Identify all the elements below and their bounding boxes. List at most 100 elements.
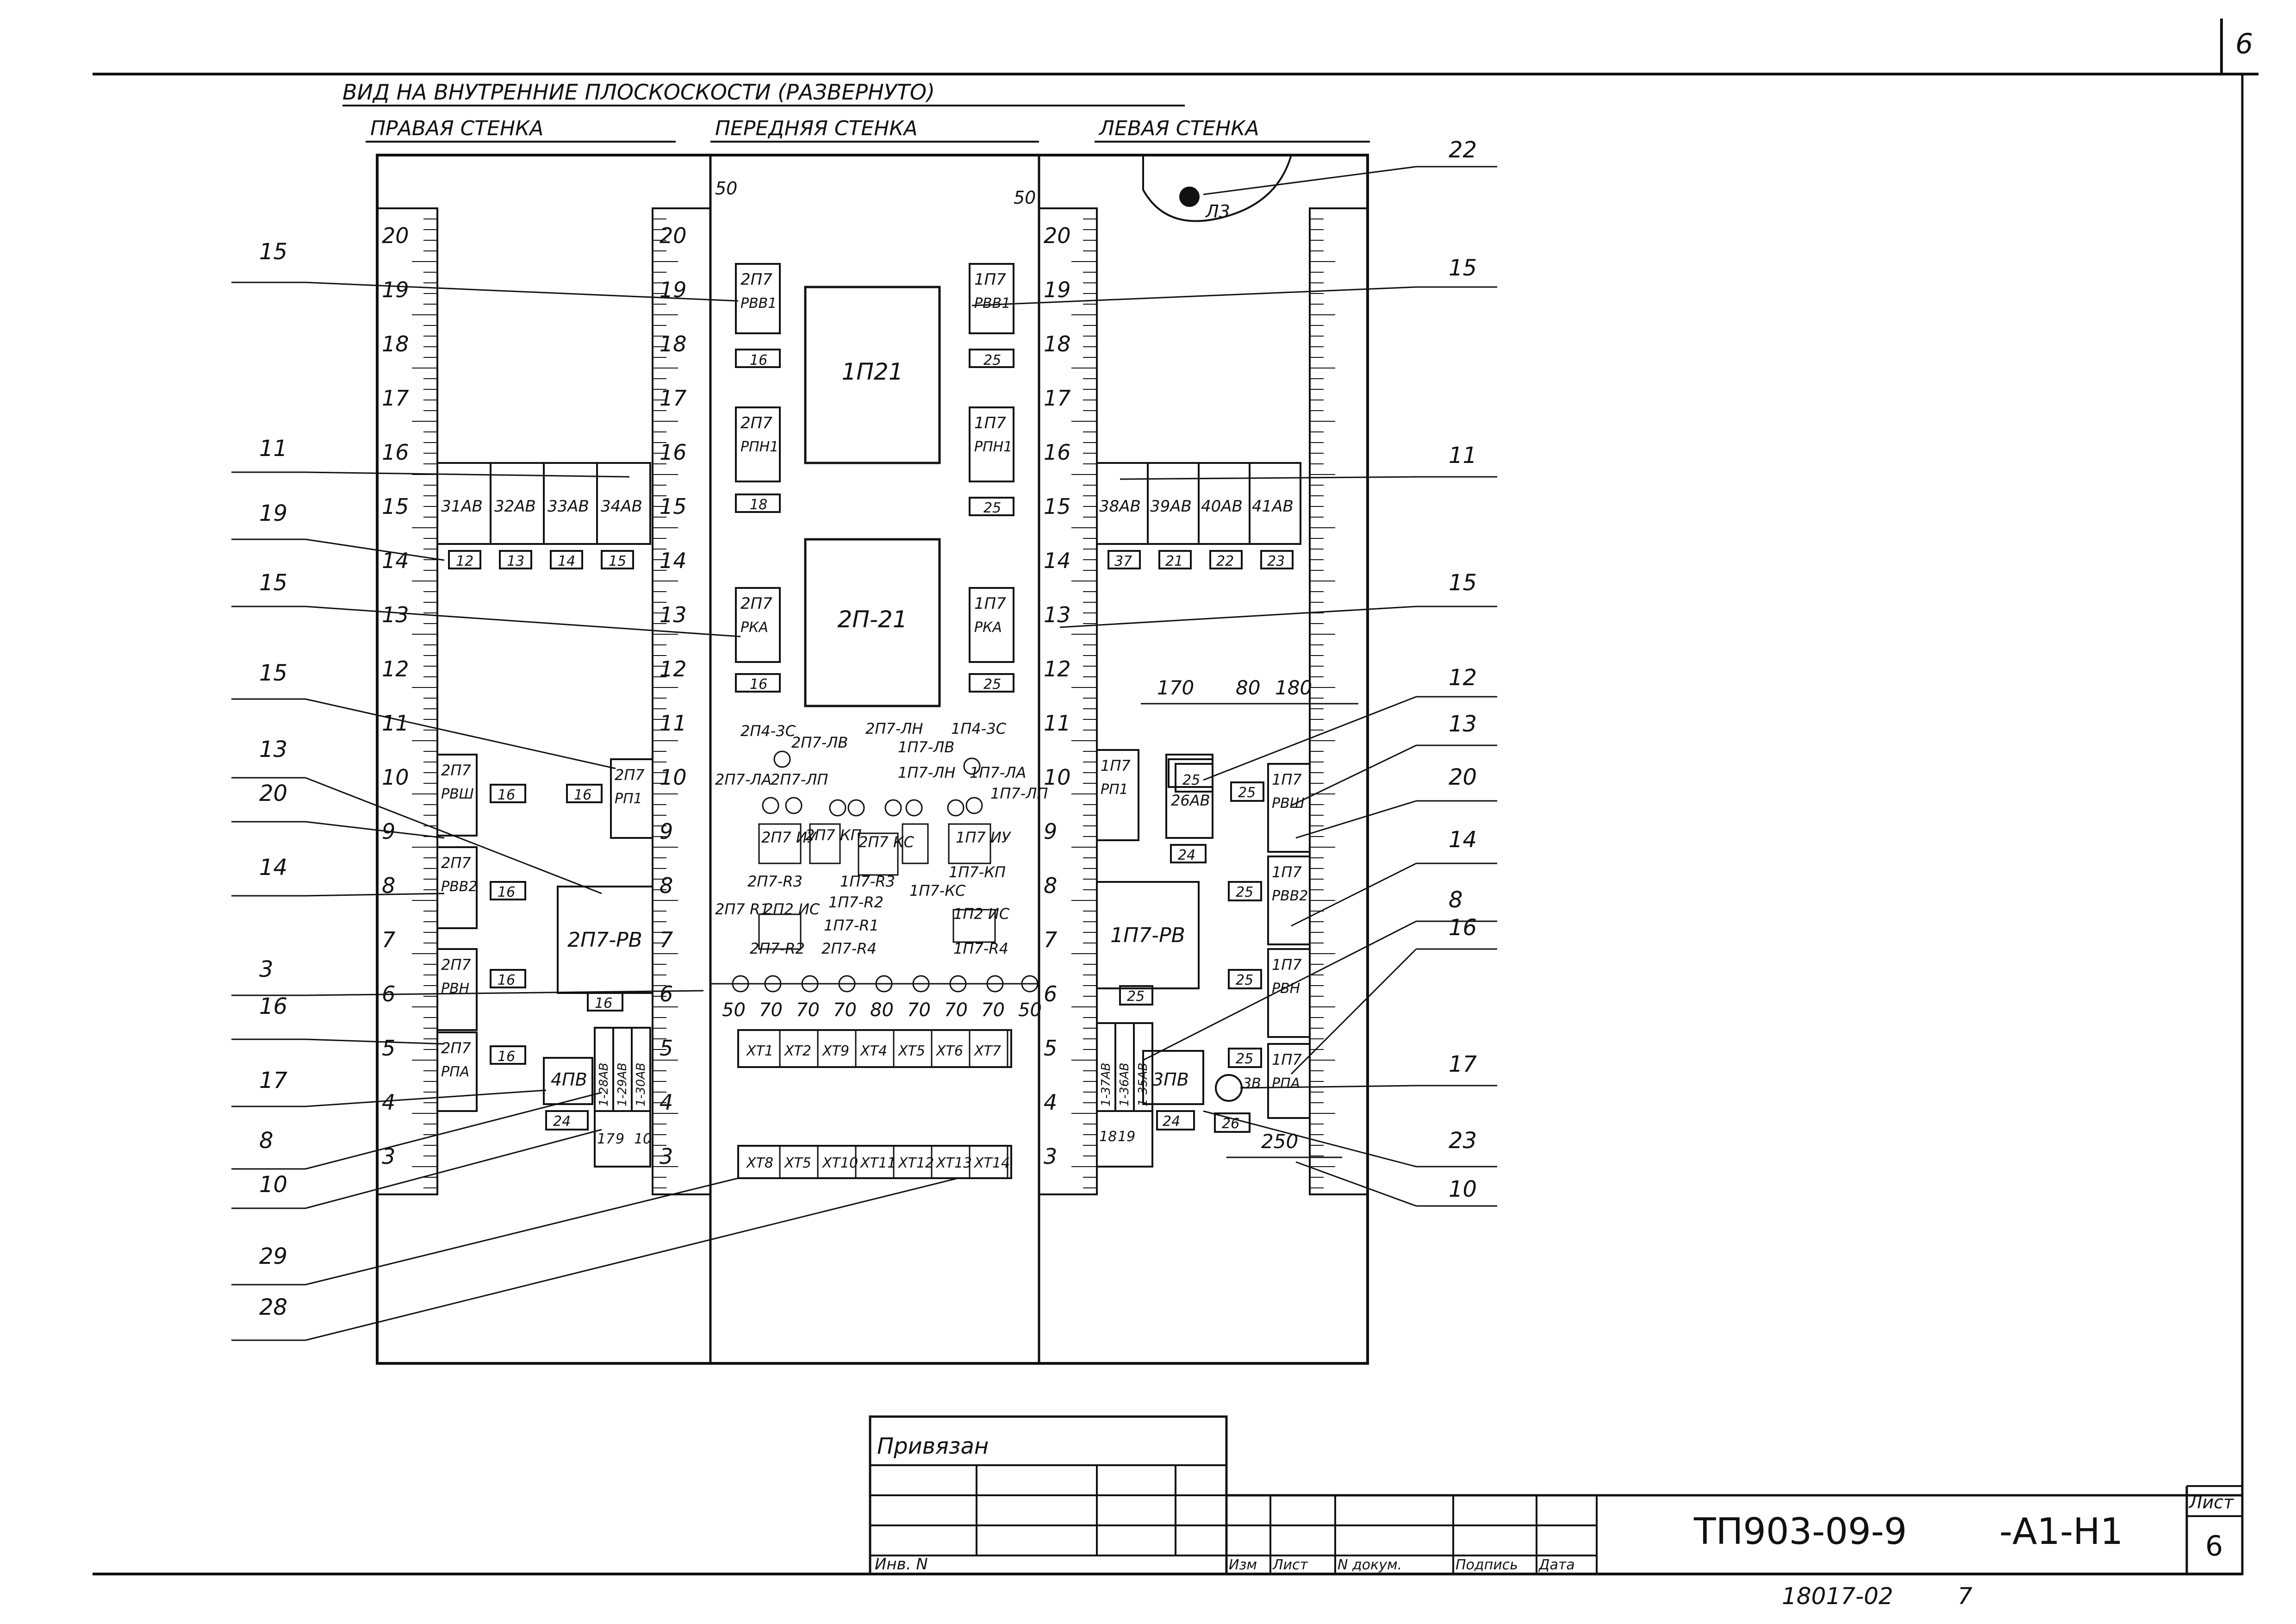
callout-right-pointer <box>1291 744 1417 806</box>
lw-av-num-box <box>1108 550 1141 569</box>
callout-right-label: 15 <box>1449 255 1477 281</box>
din-rail-3 <box>1309 207 1369 1195</box>
terminal-bottom-label: ХТ8 <box>746 1155 773 1171</box>
lamp-small-icon <box>947 799 964 817</box>
terminal-bottom-label: ХТ10 <box>821 1155 858 1171</box>
scale-number: 15 <box>660 494 687 519</box>
rw-rp1-l2: РП1 <box>615 791 642 807</box>
row-lamp-icon <box>875 975 893 993</box>
rw-rvv2-l2: РВВ2 <box>441 879 477 895</box>
callout-left-pointer <box>305 698 616 769</box>
heading-left-wall: ЛЕВАЯ СТЕНКА <box>1098 117 1259 140</box>
scale-number: 14 <box>660 548 687 573</box>
terminal-top-label: ХТ1 <box>746 1043 773 1059</box>
rw-tag-label: 17 <box>597 1131 615 1147</box>
lamp-small-icon <box>785 797 803 814</box>
relay-front-mid-right-label-2: РПН1 <box>974 439 1012 455</box>
callout-left-label: 3 <box>259 956 274 982</box>
scale-number: 15 <box>1044 494 1071 519</box>
relay-front-top-right-box <box>969 263 1014 334</box>
dim-top-left: 50 <box>715 178 737 199</box>
callout-left-label: 14 <box>259 855 287 881</box>
front-small-box <box>902 823 929 864</box>
callout-left-label: 13 <box>259 737 287 762</box>
scale-number: 5 <box>382 1036 395 1061</box>
callout-right-label: 22 <box>1449 137 1477 163</box>
callout-right-pointer <box>1203 696 1417 781</box>
scale-number: 16 <box>660 440 687 465</box>
dim-170: 170 <box>1157 676 1194 699</box>
scale-number: 8 <box>660 873 673 898</box>
lw-tag-label: 19 <box>1118 1129 1135 1145</box>
row-lamp-icon <box>764 975 782 993</box>
scale-number: 5 <box>660 1036 673 1061</box>
lw-av-vertical-label: 1-35АВ <box>1136 1062 1150 1106</box>
scale-number: 3 <box>1044 1144 1057 1169</box>
scale-number: 10 <box>1044 765 1071 790</box>
lw-av-vertical-label: 1-36АВ <box>1118 1062 1132 1106</box>
din-rail-1 <box>652 207 711 1195</box>
front-center-label: 1П7-ЛА <box>970 764 1026 781</box>
lamp-small-icon <box>773 750 791 768</box>
scale-number: 6 <box>660 981 673 1006</box>
relay-front-mid-right-label-1: 1П7 <box>974 414 1006 432</box>
scale-number: 20 <box>660 223 687 248</box>
dim-row-value: 70 <box>796 999 820 1021</box>
relay-front-top-left-label-1: 2П7 <box>740 270 772 289</box>
front-center-label: 2П7-ЛВ <box>791 734 848 751</box>
dim-row-value: 70 <box>759 999 783 1021</box>
terminal-bottom-label: ХТ14 <box>973 1155 1010 1171</box>
front-center-label: 2П7-ЛА <box>715 771 772 788</box>
lw-tag-box <box>1228 1048 1262 1068</box>
scale-number: 17 <box>660 386 687 411</box>
lw-tag-box <box>1170 844 1207 863</box>
relay-front-mid-left-label-1: 2П7 <box>740 414 772 432</box>
rw-tag-label: 16 <box>595 995 612 1012</box>
front-center-label: 1П7-КП <box>949 863 1006 881</box>
lw-av-label: 38АВ <box>1099 497 1141 516</box>
lw-rvv2-l1: 1П7 <box>1272 863 1302 881</box>
rw-tag-label: 16 <box>574 787 591 803</box>
callout-right-label: 12 <box>1449 665 1477 691</box>
tb-col-podpis: Подпись <box>1456 1557 1518 1573</box>
front-center-label: 1П2 ИС <box>953 905 1010 923</box>
din-rails: 2019181716151413121110987654320191817161… <box>376 207 1369 1195</box>
relay-front-top-right-label-1: 1П7 <box>974 270 1006 289</box>
rw-rvsh-box <box>436 754 478 837</box>
row-lamp-icon <box>801 975 819 993</box>
callout-left-label: 20 <box>259 781 287 806</box>
relay-front-top-right-label-2: РВВ1 <box>974 295 1010 312</box>
callout-left-label: 15 <box>259 570 287 596</box>
lw-av-num: 22 <box>1216 553 1234 569</box>
lw-tag-box <box>1156 1110 1195 1131</box>
scale-number: 15 <box>382 494 409 519</box>
front-small-box <box>758 913 802 950</box>
front-small-box <box>952 909 996 943</box>
lamp-outline <box>1142 155 1292 222</box>
components: 2П7РВВ1162П7РПН1182П7РКА161П7РВВ1251П7РП… <box>436 263 1311 1168</box>
lw-rp1-l2: РП1 <box>1101 781 1128 798</box>
tag-label: 25 <box>983 676 1001 693</box>
lw-tag-label: 25 <box>1238 785 1256 801</box>
rw-tag-box <box>566 784 603 803</box>
front-center-label: 2П7 ИУ <box>761 829 817 846</box>
scale-number: 8 <box>1044 873 1057 898</box>
relay-front-low-left-box <box>735 587 781 663</box>
lw-rvsh-l1: 1П7 <box>1272 771 1302 788</box>
row-lamp-icon <box>949 975 967 993</box>
relay-front-low-left-label-2: РКА <box>740 619 768 636</box>
rw-rvn-box <box>436 948 478 1031</box>
rw-tag-label: 9 <box>616 1131 624 1147</box>
rw-av-box <box>596 462 651 545</box>
rw-rvsh-l2: РВШ <box>441 786 474 802</box>
lw-3pv-box <box>1142 1050 1204 1105</box>
rw-tag-box <box>490 969 526 988</box>
rw-rpa-box <box>436 1031 478 1112</box>
rw-tag-label: 16 <box>498 884 515 900</box>
tag-label: 16 <box>750 676 767 693</box>
tb-code: ТП903-09-9 <box>1693 1511 1907 1553</box>
relay-front-low-right-label-1: 1П7 <box>974 594 1006 613</box>
tb-list-label: Лист <box>2188 1492 2234 1512</box>
